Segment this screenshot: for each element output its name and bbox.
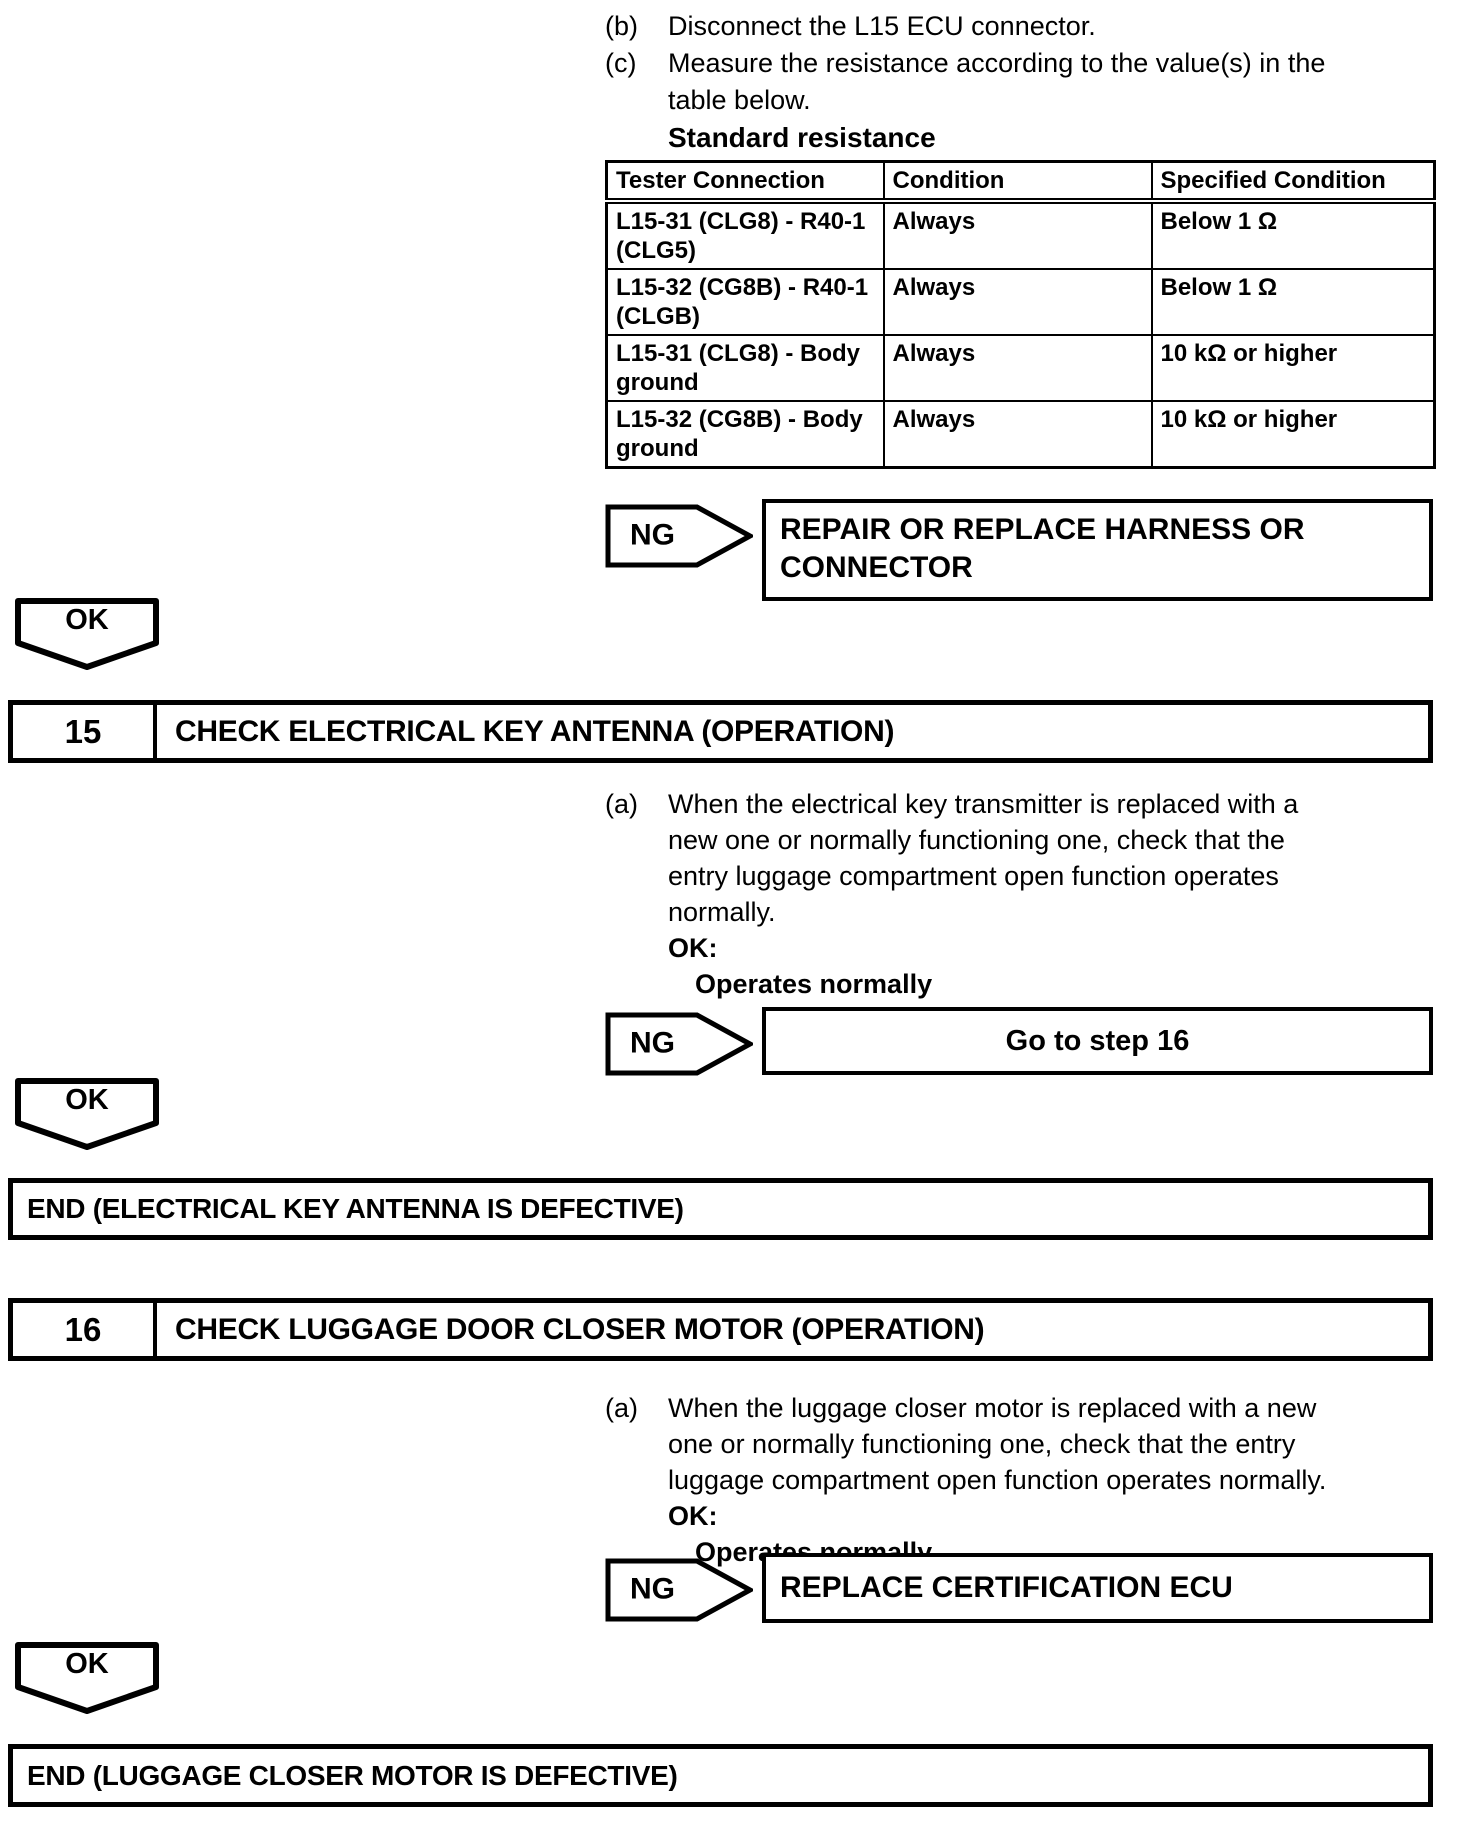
end-box-closer-motor-defective: END (LUGGAGE CLOSER MOTOR IS DEFECTIVE) — [8, 1744, 1433, 1807]
ok-label: OK — [65, 604, 109, 636]
instruction-line: one or normally functioning one, check t… — [668, 1429, 1296, 1459]
table-row: L15-32 (CG8B) - Body ground Always 10 kΩ… — [605, 400, 1436, 469]
result-box-replace-ecu: REPLACE CERTIFICATION ECU — [762, 1553, 1433, 1623]
instruction-text: When the electrical key transmitter is r… — [668, 789, 1299, 819]
table-cell: L15-31 (CLG8) - Body ground — [605, 334, 885, 402]
step-15-instruction: (a) When the electrical key transmitter i… — [605, 786, 1298, 1002]
table-header-cell: Condition — [882, 160, 1153, 204]
step-title: CHECK ELECTRICAL KEY ANTENNA (OPERATION) — [175, 714, 895, 748]
item-marker: (a) — [605, 1393, 638, 1423]
table-cell: Always — [882, 400, 1153, 469]
end-box-antenna-defective: END (ELECTRICAL KEY ANTENNA IS DEFECTIVE… — [8, 1178, 1433, 1240]
resistance-table: Tester Connection Condition Specified Co… — [605, 160, 1436, 469]
prelude-block: (b) Disconnect the L15 ECU connector. (c)… — [605, 8, 1325, 156]
instruction-line: new one or normally functioning one, che… — [668, 825, 1285, 855]
step-title: CHECK LUGGAGE DOOR CLOSER MOTOR (OPERATI… — [175, 1312, 985, 1346]
table-cell: L15-32 (CG8B) - Body ground — [605, 400, 885, 469]
table-cell: 10 kΩ or higher — [1150, 400, 1436, 469]
step-16-header: 16 CHECK LUGGAGE DOOR CLOSER MOTOR (OPER… — [8, 1298, 1433, 1361]
ok-condition-value: Operates normally — [695, 969, 933, 999]
ng-arrow-icon — [605, 1012, 753, 1076]
result-text-line: CONNECTOR — [780, 551, 973, 584]
result-box-goto-step16: Go to step 16 — [762, 1007, 1433, 1075]
ok-flag: OK — [15, 1078, 159, 1150]
table-row: L15-31 (CLG8) - Body ground Always 10 kΩ… — [605, 334, 1436, 402]
table-header-row: Tester Connection Condition Specified Co… — [605, 160, 1436, 204]
result-text-line: REPAIR OR REPLACE HARNESS OR — [780, 513, 1305, 546]
step-number: 15 — [13, 705, 157, 758]
ng-arrow-icon — [605, 1558, 753, 1622]
ng-flag: NG — [605, 504, 753, 568]
instruction-item-b: (b) Disconnect the L15 ECU connector. — [605, 8, 1325, 45]
table-row: L15-32 (CG8B) - R40-1 (CLGB) Always Belo… — [605, 268, 1436, 336]
ok-condition-label: OK: — [668, 933, 718, 963]
end-text: END (LUGGAGE CLOSER MOTOR IS DEFECTIVE) — [27, 1759, 678, 1791]
ok-label: OK — [65, 1648, 109, 1680]
item-marker: (a) — [605, 789, 638, 819]
table-cell: Below 1 Ω — [1150, 268, 1436, 336]
ok-flag: OK — [15, 1642, 159, 1714]
ng-flag: NG — [605, 1012, 753, 1076]
result-text: Go to step 16 — [1005, 1024, 1190, 1057]
table-cell: Always — [882, 268, 1153, 336]
instruction-line: luggage compartment open function operat… — [668, 1465, 1327, 1495]
table-cell: L15-31 (CLG8) - R40-1 (CLG5) — [605, 200, 885, 270]
ng-label: NG — [630, 1572, 675, 1606]
instruction-line: (a) When the electrical key transmitter i… — [605, 786, 1298, 822]
result-text: REPLACE CERTIFICATION ECU — [780, 1571, 1233, 1604]
table-header-cell: Specified Condition — [1150, 160, 1436, 204]
instruction-line: entry luggage compartment open function … — [668, 861, 1279, 891]
table-cell: Always — [882, 200, 1153, 270]
end-text: END (ELECTRICAL KEY ANTENNA IS DEFECTIVE… — [27, 1193, 684, 1224]
table-header-cell: Tester Connection — [605, 160, 885, 204]
ok-arrow-icon — [15, 598, 159, 670]
table-cell: Always — [882, 334, 1153, 402]
ok-label: OK — [65, 1084, 109, 1116]
instruction-line: (a) When the luggage closer motor is repl… — [605, 1390, 1326, 1426]
ok-arrow-icon — [15, 1642, 159, 1714]
instruction-text: Measure the resistance according to the … — [668, 48, 1326, 78]
step-number: 16 — [13, 1303, 157, 1356]
table-cell: Below 1 Ω — [1150, 200, 1436, 270]
instruction-item-c: (c) Measure the resistance according to t… — [605, 45, 1325, 82]
table-cell: L15-32 (CG8B) - R40-1 (CLGB) — [605, 268, 885, 336]
instruction-text: Disconnect the L15 ECU connector. — [668, 11, 1096, 41]
ok-flag: OK — [15, 598, 159, 670]
instruction-line: normally. — [668, 897, 776, 927]
step-16-instruction: (a) When the luggage closer motor is repl… — [605, 1390, 1326, 1570]
table-cell: 10 kΩ or higher — [1150, 334, 1436, 402]
table-row: L15-31 (CLG8) - R40-1 (CLG5) Always Belo… — [605, 200, 1436, 270]
ng-arrow-icon — [605, 504, 753, 568]
ok-arrow-icon — [15, 1078, 159, 1150]
ng-label: NG — [630, 518, 675, 552]
table-title: Standard resistance — [668, 122, 936, 153]
result-box-repair-harness: REPAIR OR REPLACE HARNESS OR CONNECTOR — [762, 499, 1433, 601]
ng-flag: NG — [605, 1558, 753, 1622]
instruction-text: When the luggage closer motor is replace… — [668, 1393, 1317, 1423]
ok-condition-label: OK: — [668, 1501, 718, 1531]
instruction-text: table below. — [668, 85, 811, 115]
item-marker: (b) — [605, 11, 638, 41]
ng-label: NG — [630, 1026, 675, 1060]
item-marker: (c) — [605, 48, 637, 78]
step-15-header: 15 CHECK ELECTRICAL KEY ANTENNA (OPERATI… — [8, 700, 1433, 763]
